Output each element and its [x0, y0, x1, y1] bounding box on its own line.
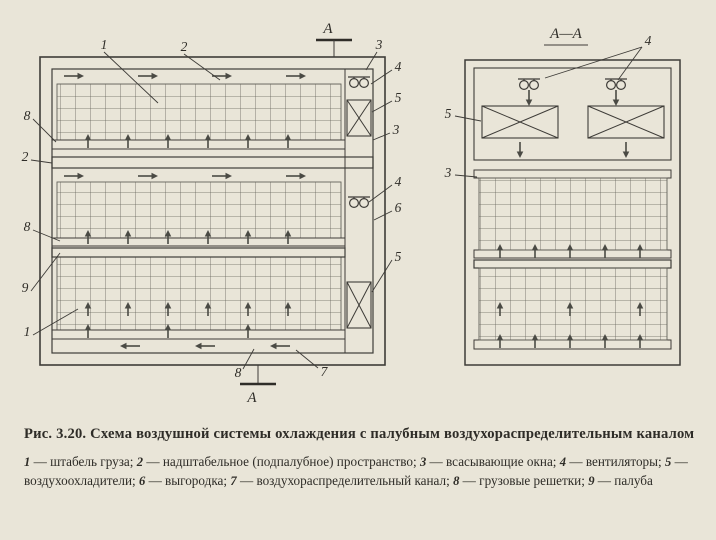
part-label-4: 4 [395, 59, 402, 74]
part-label-2: 2 [22, 149, 29, 164]
hold-wall [39, 56, 386, 366]
legend-text: — грузовые решетки; [459, 473, 589, 489]
legend-item: 4 — вентиляторы; [560, 454, 665, 469]
section-mark-bottom: А [240, 365, 276, 406]
legend-text: — воздухораспределительный канал; [236, 473, 454, 489]
hold-interior [51, 68, 374, 354]
section-outline [464, 59, 681, 366]
part-label-6: 6 [395, 200, 402, 215]
right-view-section-aa: А—А [444, 26, 681, 366]
legend-text: — вентиляторы; [566, 454, 665, 470]
part-label-8: 8 [235, 365, 242, 380]
legend-item: 1 — штабель груза; [24, 454, 137, 469]
cargo-grating-strips [51, 139, 374, 340]
legend-num: 4 [559, 455, 567, 470]
part-label-8: 8 [24, 219, 31, 234]
part-label-4: 4 [645, 33, 652, 48]
part-label-8: 8 [24, 108, 31, 123]
caption-legend: 1 — штабель груза; 2 — надштабельное (по… [24, 452, 700, 491]
part-label-3: 3 [375, 37, 383, 52]
cargo-stack-grid [56, 83, 342, 331]
deck-band [51, 156, 374, 169]
part-label-5: 5 [395, 249, 402, 264]
fan-icon [517, 78, 541, 91]
legend-num: 7 [230, 474, 237, 489]
deck-band [473, 259, 672, 269]
air-cooler-box [587, 105, 665, 139]
legend-text: — выгородка; [145, 473, 231, 489]
part-label-5: 5 [445, 106, 452, 121]
legend-item: 7 — воздухораспределительный канал; [230, 473, 453, 488]
air-cooler-box [346, 99, 372, 137]
legend-num: 8 [453, 474, 460, 489]
air-cooler-box [481, 105, 559, 139]
leader-lines [454, 46, 643, 178]
legend-text: — штабель груза; [30, 454, 137, 470]
legend-item: 3 — всасывающие окна; [420, 454, 560, 469]
deck-band [51, 247, 346, 258]
caption-title: Рис. 3.20. Схема воздушной системы охлаж… [24, 426, 695, 442]
legend-num: 6 [138, 474, 146, 489]
legend-text: — надштабельное (подпалубное) пространст… [143, 454, 420, 470]
part-label-5: 5 [395, 90, 402, 105]
legend-num: 5 [664, 455, 672, 470]
legend-item: 2 — надштабельное (подпалубное) простран… [137, 454, 420, 469]
legend-num: 2 [136, 455, 144, 470]
left-view: 1 2 3 4 5 3 4 6 5 7 8 8 2 8 9 1 А А [22, 21, 402, 406]
section-letter: А [246, 390, 257, 406]
legend-item: 8 — грузовые решетки; [453, 473, 588, 488]
cargo-stack-grid [478, 177, 668, 341]
air-cooler-box [346, 281, 372, 329]
legend-text: — воздухоохладители; [24, 454, 688, 489]
leader-lines [30, 51, 393, 370]
part-label-3: 3 [444, 165, 452, 180]
legend-num: 9 [588, 474, 595, 489]
legend-item: 6 — выгородка; [139, 473, 230, 488]
legend-text: — палуба [594, 473, 653, 489]
part-label-9: 9 [22, 280, 29, 295]
part-label-3: 3 [392, 122, 400, 137]
machinery-box [473, 67, 672, 161]
part-label-1: 1 [24, 324, 31, 339]
legend-num: 1 [24, 455, 31, 470]
part-label-7: 7 [321, 364, 329, 379]
fan-icon [347, 76, 371, 89]
part-label-1: 1 [101, 37, 108, 52]
fan-icon [347, 196, 371, 208]
section-mark-top: А [316, 21, 352, 57]
cooling-scheme-diagram: 1 2 3 4 5 3 4 6 5 7 8 8 2 8 9 1 А А [22, 21, 681, 406]
legend-text: — всасывающие окна; [426, 454, 560, 470]
section-letter: А [322, 21, 333, 37]
fan-icon [604, 78, 628, 91]
part-label-4: 4 [395, 174, 402, 189]
legend-item: 5 — воздухоохладители; [24, 454, 688, 488]
section-title: А—А [549, 26, 583, 42]
part-label-2: 2 [181, 39, 188, 54]
figure-caption: Рис. 3.20. Схема воздушной системы охлаж… [24, 424, 700, 491]
legend-num: 3 [419, 455, 427, 470]
legend-item: 9 — палуба [588, 473, 653, 488]
